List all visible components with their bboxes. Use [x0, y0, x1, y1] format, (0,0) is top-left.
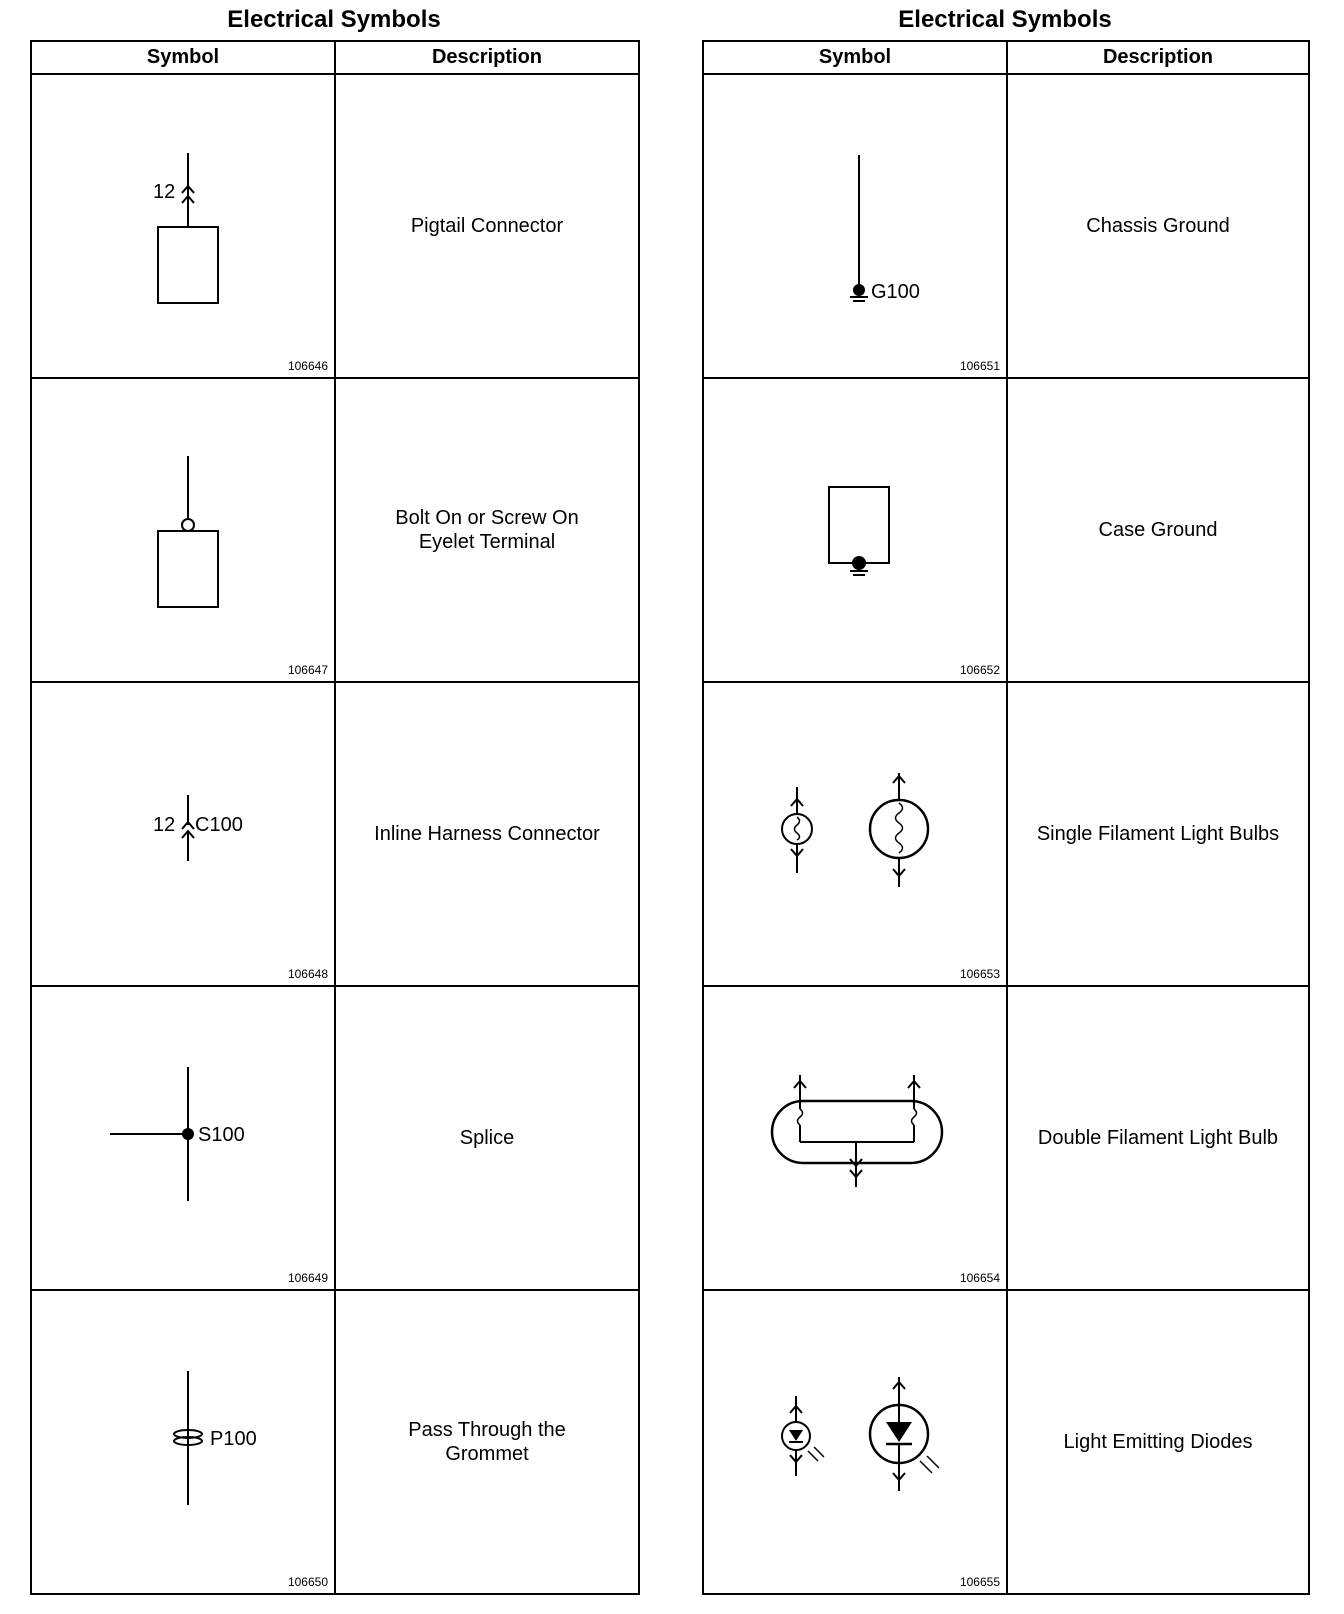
symbols-table-right: Electrical Symbols Symbol Description G1… [702, 0, 1310, 1595]
ground-id-label: G100 [871, 281, 920, 303]
pigtail-connector-symbol: 12 [153, 153, 219, 304]
figure-number: 106654 [959, 1271, 1000, 1285]
led-symbol [781, 1377, 940, 1491]
table-row: 12 106646 Pigtail Connector [30, 73, 640, 379]
symbol-cell: 12 106646 [30, 73, 336, 379]
table-title: Electrical Symbols [898, 6, 1112, 33]
grommet-symbol: P100 [173, 1371, 257, 1505]
figure-number: 106646 [287, 359, 328, 373]
figure-number: 106655 [959, 1575, 1000, 1589]
description-column-header: Description [334, 40, 640, 75]
table-row: P100 106650 Pass Through the Grommet [30, 1289, 640, 1595]
description-cell: Single Filament Light Bulbs [1006, 681, 1310, 987]
figure-number: 106647 [287, 663, 328, 677]
symbol-column-header: Symbol [702, 40, 1008, 75]
description-cell: Splice [334, 985, 640, 1291]
symbols-table-left: Electrical Symbols Symbol Description 12 [30, 0, 640, 1595]
figure-number: 106648 [287, 967, 328, 981]
header-row: Symbol Description [30, 40, 640, 75]
figure-number: 106653 [959, 967, 1000, 981]
symbols-table: Symbol Description G100 106651 [702, 40, 1310, 1595]
eyelet-terminal-symbol [157, 456, 219, 608]
symbol-cell: S100 106649 [30, 985, 336, 1291]
symbol-cell: 106654 [702, 985, 1008, 1291]
single-filament-bulbs-symbol [781, 773, 930, 887]
description-cell: Pigtail Connector [334, 73, 640, 379]
description-cell: Bolt On or Screw On Eyelet Terminal [334, 377, 640, 683]
figure-number: 106651 [959, 359, 1000, 373]
symbol-cell: P100 106650 [30, 1289, 336, 1595]
description-cell: Inline Harness Connector [334, 681, 640, 987]
symbol-cell: 106655 [702, 1289, 1008, 1595]
description-cell: Case Ground [1006, 377, 1310, 683]
inline-harness-connector-symbol: 12 C100 [153, 795, 243, 861]
grommet-id-label: P100 [210, 1428, 257, 1450]
description-cell: Double Filament Light Bulb [1006, 985, 1310, 1291]
table-row: G100 106651 Chassis Ground [702, 73, 1310, 379]
figure-number: 106649 [287, 1271, 328, 1285]
splice-symbol: S100 [110, 1067, 245, 1201]
symbol-cell: 106653 [702, 681, 1008, 987]
case-ground-symbol [828, 486, 890, 576]
table-row: 106654 Double Filament Light Bulb [702, 985, 1310, 1291]
description-cell: Pass Through the Grommet [334, 1289, 640, 1595]
double-filament-bulb-symbol [770, 1075, 944, 1187]
table-row: S100 106649 Splice [30, 985, 640, 1291]
symbol-cell: G100 106651 [702, 73, 1008, 379]
splice-id-label: S100 [198, 1124, 245, 1146]
symbol-cell: 106647 [30, 377, 336, 683]
symbols-table: Symbol Description 12 106646 [30, 40, 640, 1595]
table-row: 106647 Bolt On or Screw On Eyelet Termin… [30, 377, 640, 683]
description-column-header: Description [1006, 40, 1310, 75]
symbol-cell: 12 C100 106648 [30, 681, 336, 987]
connector-id-label: C100 [195, 814, 243, 836]
figure-number: 106652 [959, 663, 1000, 677]
wire-gauge-label: 12 [153, 814, 175, 836]
table-title: Electrical Symbols [227, 6, 441, 33]
table-row: 106652 Case Ground [702, 377, 1310, 683]
table-row: 106655 Light Emitting Diodes [702, 1289, 1310, 1595]
table-row: 106653 Single Filament Light Bulbs [702, 681, 1310, 987]
symbol-column-header: Symbol [30, 40, 336, 75]
chassis-ground-symbol: G100 [850, 155, 920, 303]
description-cell: Chassis Ground [1006, 73, 1310, 379]
symbol-cell: 106652 [702, 377, 1008, 683]
table-row: 12 C100 106648 Inline Harness Connector [30, 681, 640, 987]
description-cell: Light Emitting Diodes [1006, 1289, 1310, 1595]
figure-number: 106650 [287, 1575, 328, 1589]
header-row: Symbol Description [702, 40, 1310, 75]
wire-gauge-label: 12 [153, 181, 175, 203]
